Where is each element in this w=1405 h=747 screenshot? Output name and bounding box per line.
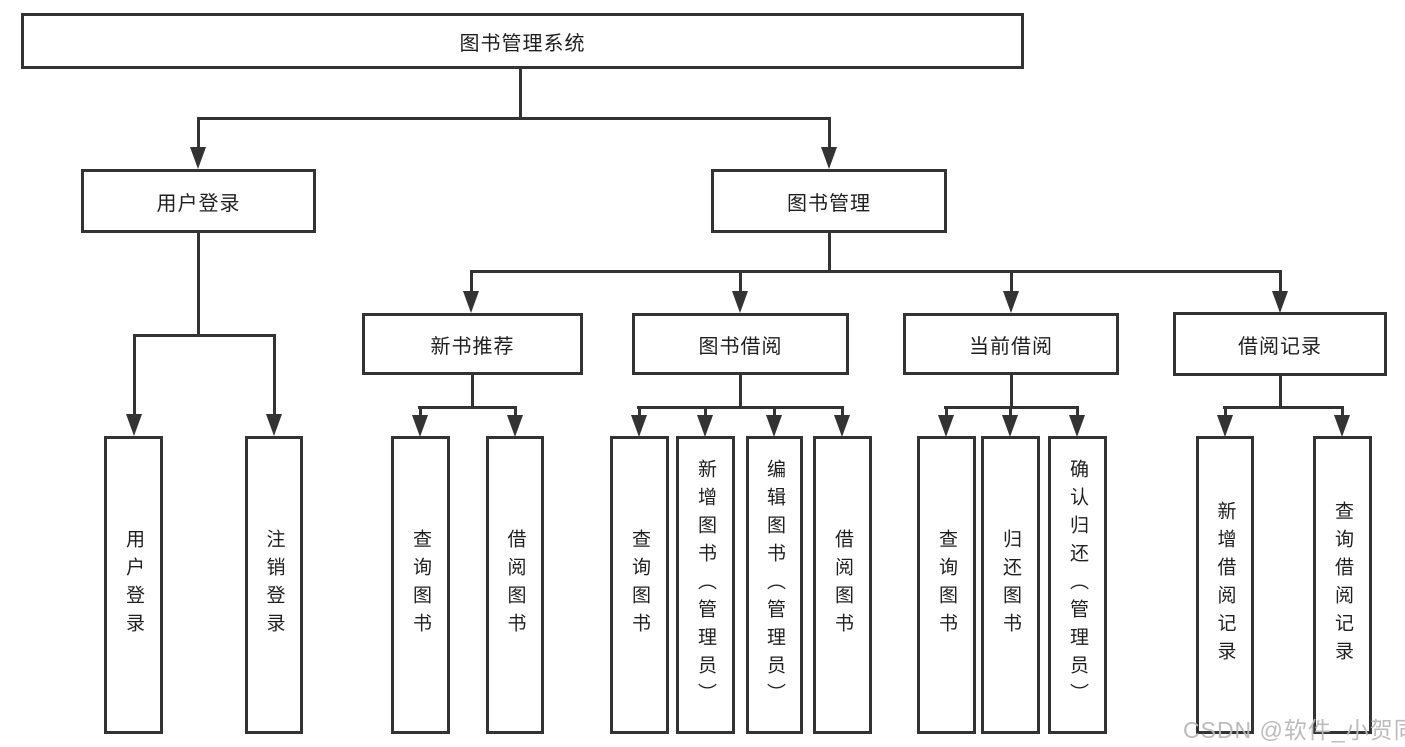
arrow-down-icon — [938, 409, 955, 437]
connector-current-borrow-stem — [1010, 375, 1013, 409]
arrow-down-icon — [190, 120, 207, 169]
arrow-down-icon — [1334, 409, 1351, 437]
leaf-label: 新增图书（管理员） — [695, 459, 716, 711]
arrow-down-icon — [266, 337, 283, 436]
leaf-bookborrow-borrow-books: 借阅图书 — [813, 436, 872, 734]
arrow-down-icon — [821, 120, 838, 169]
connector-book-mgmt-branch — [470, 270, 1282, 273]
node-root: 图书管理系统 — [21, 13, 1024, 69]
arrow-down-icon — [126, 337, 143, 436]
node-new-books-label: 新书推荐 — [430, 335, 515, 358]
node-book-borrow: 图书借阅 — [632, 313, 849, 375]
leaf-bookborrow-edit-books-admin: 编辑图书（管理员） — [746, 436, 803, 734]
leaf-currentborrow-return-books: 归还图书 — [981, 436, 1040, 734]
arrow-down-icon — [697, 409, 714, 437]
node-user-login-label: 用户登录 — [156, 192, 241, 215]
leaf-records-add-borrow-record: 新增借阅记录 — [1196, 436, 1254, 734]
leaf-label: 查询图书 — [410, 529, 431, 641]
leaf-bookborrow-add-books-admin: 新增图书（管理员） — [676, 436, 735, 734]
arrow-down-icon — [631, 409, 648, 437]
arrow-down-icon — [1272, 273, 1289, 313]
connector-root-stem — [519, 69, 522, 120]
connector-borrow-records-branch — [1223, 406, 1344, 409]
leaf-currentborrow-confirm-return-admin: 确认归还（管理员） — [1048, 436, 1107, 734]
node-current-borrow-label: 当前借阅 — [969, 335, 1053, 358]
leaf-records-query-borrow-record: 查询借阅记录 — [1313, 436, 1372, 734]
arrow-down-icon — [1069, 409, 1086, 437]
arrow-down-icon — [1217, 409, 1234, 437]
node-book-borrow-label: 图书借阅 — [698, 335, 783, 358]
leaf-newbooks-query-books: 查询图书 — [391, 436, 450, 734]
connector-book-mgmt-stem — [828, 233, 831, 273]
connector-book-borrow-branch — [637, 406, 844, 409]
node-borrow-records: 借阅记录 — [1173, 312, 1387, 376]
leaf-label: 借阅图书 — [832, 529, 853, 641]
connector-borrow-records-stem — [1279, 376, 1282, 409]
node-book-mgmt: 图书管理 — [711, 169, 947, 233]
connector-current-borrow-branch — [944, 406, 1079, 409]
leaf-label: 借阅图书 — [504, 529, 526, 641]
leaf-newbooks-borrow-books: 借阅图书 — [486, 436, 544, 734]
node-new-books: 新书推荐 — [362, 313, 583, 375]
connector-new-books-stem — [471, 375, 474, 409]
connector-book-borrow-stem — [739, 375, 742, 409]
node-borrow-records-label: 借阅记录 — [1238, 335, 1322, 358]
leaf-label: 编辑图书（管理员） — [764, 459, 785, 711]
leaf-label: 注销登录 — [263, 529, 285, 641]
connector-new-books-branch — [418, 406, 517, 409]
node-user-login: 用户登录 — [81, 169, 316, 233]
connector-user-login-branch — [133, 334, 276, 337]
arrow-down-icon — [732, 273, 749, 313]
arrow-down-icon — [1003, 273, 1020, 313]
leaf-currentborrow-query-books: 查询图书 — [917, 436, 976, 734]
node-root-label: 图书管理系统 — [459, 32, 586, 55]
leaf-label: 确认归还（管理员） — [1067, 459, 1088, 711]
leaf-label: 新增借阅记录 — [1214, 501, 1236, 669]
leaf-bookborrow-query-books: 查询图书 — [610, 436, 669, 734]
csdn-watermark: CSDN @软件_小贺同学 — [1183, 717, 1405, 743]
connector-user-login-stem — [197, 233, 200, 337]
arrow-down-icon — [766, 409, 783, 437]
leaf-label: 查询图书 — [936, 529, 957, 641]
leaf-label: 查询图书 — [629, 529, 650, 641]
arrow-down-icon — [1002, 409, 1019, 437]
leaf-label: 归还图书 — [1000, 529, 1021, 641]
node-current-borrow: 当前借阅 — [903, 313, 1119, 375]
node-book-mgmt-label: 图书管理 — [787, 192, 871, 215]
arrow-down-icon — [463, 273, 480, 313]
leaf-label: 用户登录 — [123, 529, 144, 641]
arrow-down-icon — [834, 409, 851, 437]
connector-root-branch — [197, 117, 831, 120]
arrow-down-icon — [412, 409, 429, 437]
leaf-logout: 注销登录 — [245, 436, 303, 734]
leaf-user-login: 用户登录 — [104, 436, 163, 734]
leaf-label: 查询借阅记录 — [1332, 501, 1353, 669]
arrow-down-icon — [507, 409, 524, 437]
